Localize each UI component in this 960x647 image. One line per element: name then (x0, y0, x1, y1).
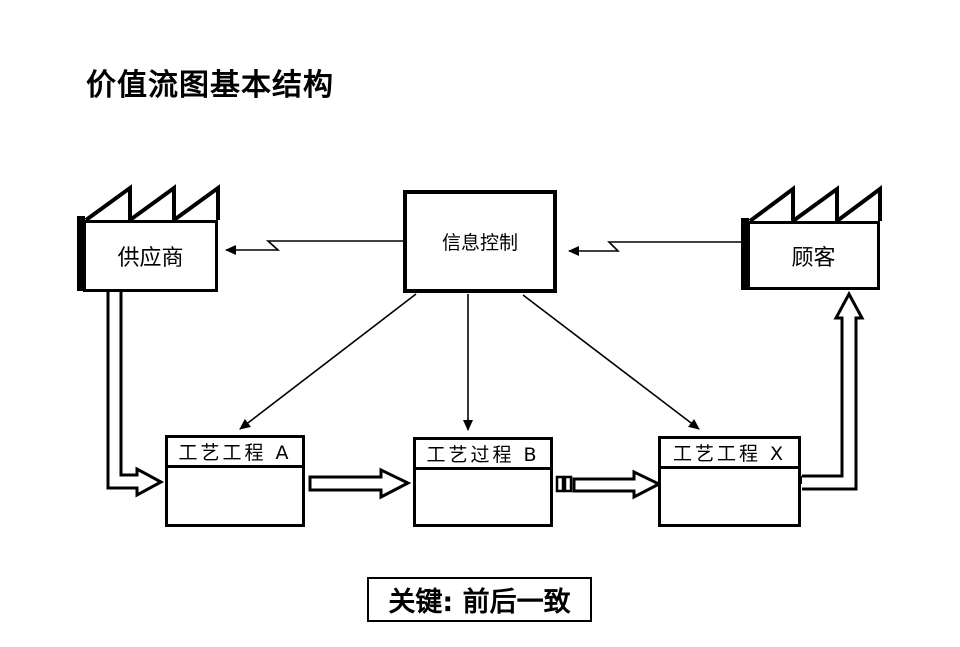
customer-left-bar (741, 218, 749, 290)
process-b-node: 工艺过程 B (413, 437, 553, 527)
customer-to-info-zigzag-arrow (568, 241, 742, 256)
process-a-to-b-hollow-arrow (308, 467, 412, 500)
process-x-node: 工艺工程 X (658, 436, 801, 527)
info-to-process-a-arrow (239, 293, 417, 430)
supplier-to-process-a-hollow-arrow (106, 292, 165, 498)
info-control-node: 信息控制 (403, 190, 557, 293)
key-note-box: 关键: 前后一致 (367, 577, 592, 622)
process-b-to-x-hollow-arrow (572, 469, 663, 500)
process-x-to-customer-hollow-arrow (802, 290, 865, 491)
customer-label: 顾客 (791, 245, 836, 271)
process-b-title: 工艺过程 B (416, 440, 550, 470)
info-control-label: 信息控制 (441, 232, 518, 254)
key-note-label: 关键: 前后一致 (388, 587, 571, 618)
supplier-node: 供应商 (83, 220, 218, 292)
process-b-to-x-stripe-bar-2 (563, 475, 573, 493)
supplier-factory-roof-icon (84, 184, 220, 222)
customer-factory-roof-icon (748, 185, 882, 223)
process-a-title: 工艺工程 A (168, 438, 302, 468)
process-b-to-x-stripe-bar-1 (555, 475, 565, 493)
supplier-left-bar (77, 216, 85, 291)
supplier-label: 供应商 (117, 246, 184, 271)
info-to-supplier-zigzag-arrow (225, 240, 403, 255)
info-to-process-x-arrow (522, 294, 700, 430)
customer-node: 顾客 (747, 221, 880, 290)
page-title: 价值流图基本结构 (86, 68, 334, 103)
process-x-title: 工艺工程 X (661, 439, 798, 469)
process-a-node: 工艺工程 A (165, 435, 305, 527)
